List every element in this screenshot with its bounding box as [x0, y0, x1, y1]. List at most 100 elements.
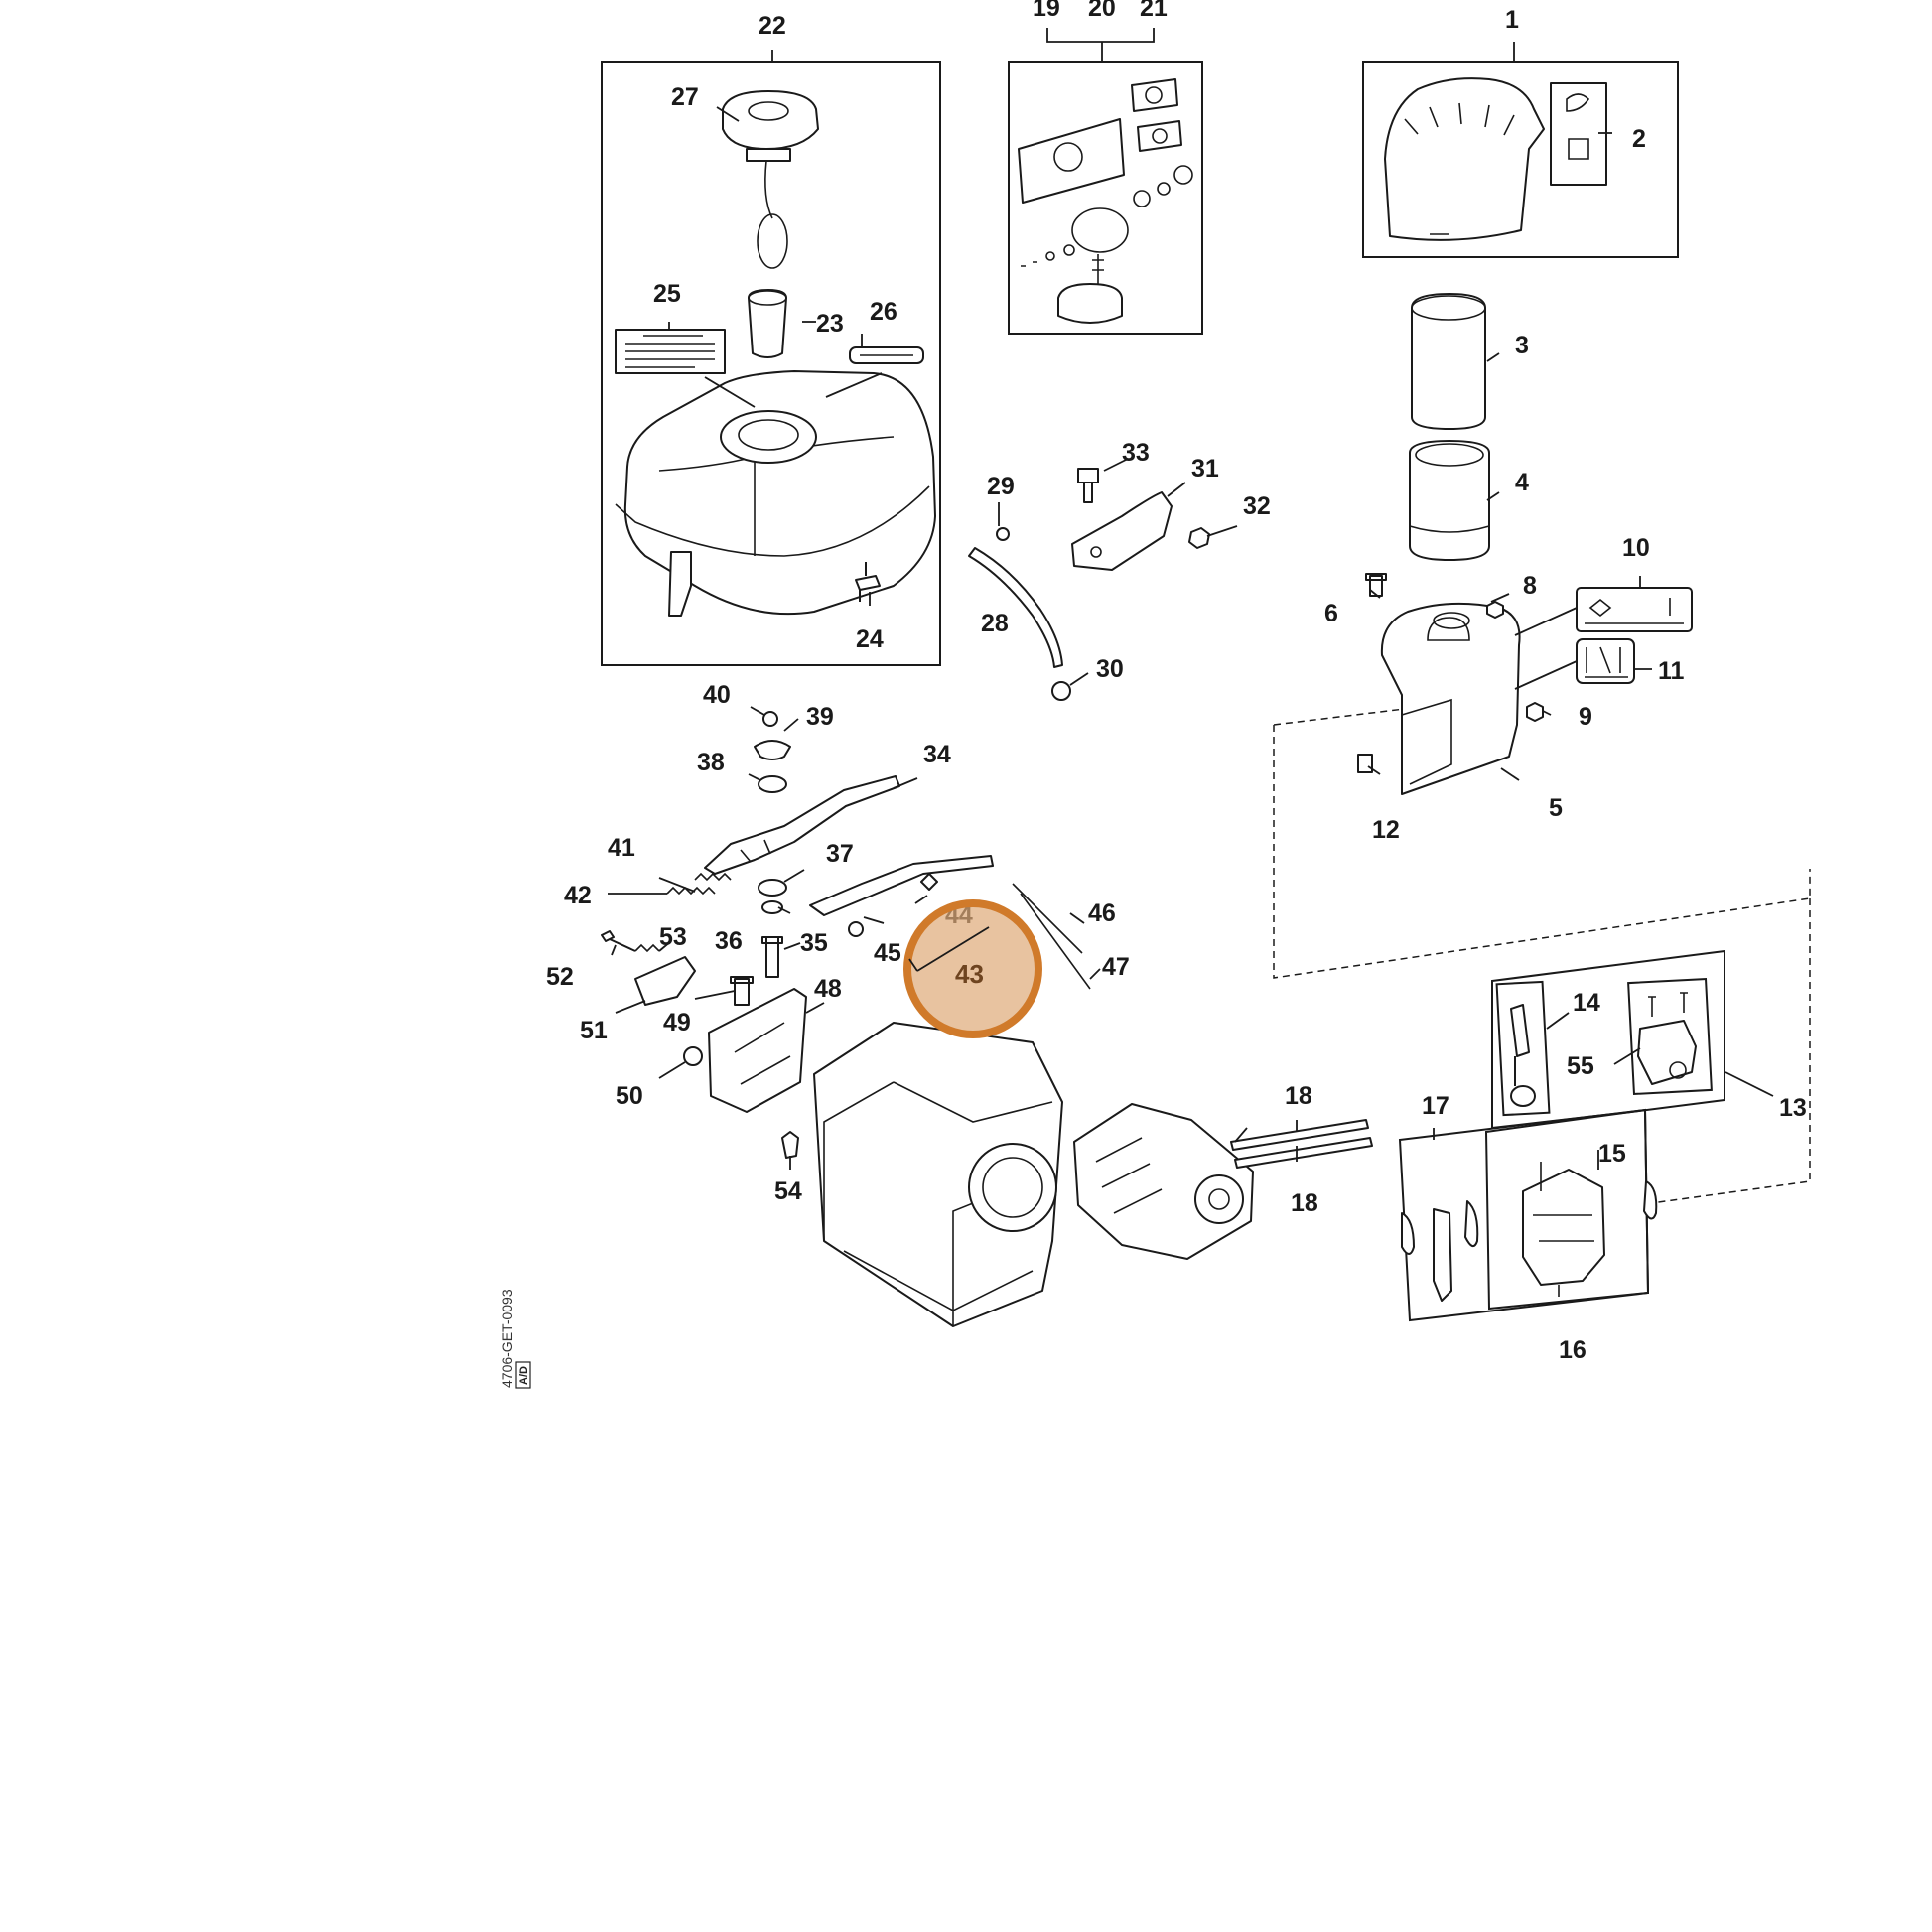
- highlight-circle[interactable]: [903, 899, 1042, 1038]
- gasket-21: [1137, 120, 1182, 152]
- cylinder-head-port: [1194, 1174, 1244, 1224]
- choke-55-ring: [1669, 1061, 1687, 1079]
- callout-35[interactable]: 35: [800, 929, 828, 957]
- bracket-31: [1071, 491, 1173, 571]
- washer-38: [758, 775, 787, 793]
- drawing-code: 4706-GET-0093: [499, 1289, 515, 1388]
- callout-52[interactable]: 52: [546, 963, 574, 991]
- callout-25[interactable]: 25: [653, 280, 681, 308]
- callout-9[interactable]: 9: [1579, 703, 1592, 731]
- callout-31[interactable]: 31: [1191, 455, 1219, 483]
- callout-45[interactable]: 45: [874, 939, 901, 967]
- bracket-48: [708, 988, 807, 1113]
- callout-55[interactable]: 55: [1567, 1052, 1594, 1080]
- stud-18a: [1230, 1119, 1369, 1151]
- callout-26[interactable]: 26: [870, 298, 897, 326]
- carburetor-15: [1522, 1169, 1605, 1286]
- callout-16[interactable]: 16: [1559, 1336, 1587, 1364]
- float-bowl-screw: [1092, 254, 1104, 284]
- callout-6[interactable]: 6: [1324, 600, 1338, 627]
- callout-36[interactable]: 36: [715, 927, 743, 955]
- air-filter-4-top: [1415, 443, 1484, 467]
- highlight-hotspot-43[interactable]: 43: [903, 899, 1042, 1038]
- bolt-6: [1365, 573, 1387, 597]
- callout-28[interactable]: 28: [981, 610, 1009, 637]
- callout-33[interactable]: 33: [1122, 439, 1150, 467]
- decal-11-symbols: [1585, 646, 1628, 678]
- group-box-choke-parts: [1491, 949, 1725, 1130]
- fuel-tank: [623, 370, 936, 616]
- callout-18-lower[interactable]: 18: [1291, 1189, 1318, 1217]
- callout-29[interactable]: 29: [987, 473, 1015, 500]
- callout-13[interactable]: 13: [1779, 1094, 1807, 1122]
- callout-43[interactable]: 43: [955, 959, 984, 989]
- decal-2: [1550, 82, 1607, 186]
- callout-39[interactable]: 39: [806, 703, 834, 731]
- callout-34[interactable]: 34: [923, 741, 951, 768]
- callout-49[interactable]: 49: [663, 1009, 691, 1036]
- callout-5[interactable]: 5: [1549, 794, 1563, 822]
- callout-47[interactable]: 47: [1102, 953, 1130, 981]
- callout-17[interactable]: 17: [1422, 1092, 1449, 1120]
- air-filter-3-top: [1411, 295, 1486, 321]
- decal-10: [1576, 587, 1693, 632]
- nut-8: [1486, 601, 1504, 619]
- callout-19[interactable]: 19: [1033, 0, 1060, 22]
- callout-21[interactable]: 21: [1140, 0, 1168, 22]
- callout-20[interactable]: 20: [1088, 0, 1116, 22]
- spring-41: [694, 872, 732, 882]
- group-box-recoil-cover: [1362, 61, 1679, 258]
- callout-37[interactable]: 37: [826, 840, 854, 868]
- control-lever-34-detail: [740, 839, 771, 863]
- spring-53: [634, 943, 660, 953]
- callout-1[interactable]: 1: [1505, 6, 1519, 34]
- callout-23[interactable]: 23: [816, 310, 844, 338]
- group-box-55: [1627, 977, 1713, 1096]
- callout-8[interactable]: 8: [1523, 572, 1537, 600]
- small-ring-1: [1133, 190, 1151, 207]
- drawing-badge-box: [515, 1361, 531, 1389]
- fuel-cap-27-base: [746, 148, 791, 162]
- callout-4[interactable]: 4: [1515, 469, 1529, 496]
- bracket-48-detail: [734, 1022, 791, 1085]
- callout-50[interactable]: 50: [616, 1082, 643, 1110]
- small-rings-left: [1021, 244, 1075, 267]
- callout-10[interactable]: 10: [1622, 534, 1650, 562]
- callout-2[interactable]: 2: [1632, 125, 1646, 153]
- drawing-code-block: 4706-GET-0093: [499, 1289, 515, 1388]
- callout-18-upper[interactable]: 18: [1285, 1082, 1312, 1110]
- group-box-fuel-tank: [601, 61, 941, 666]
- cylinder-bore-inner: [982, 1157, 1043, 1218]
- callout-27[interactable]: 27: [671, 83, 699, 111]
- callout-42[interactable]: 42: [564, 882, 592, 909]
- callout-32[interactable]: 32: [1243, 492, 1271, 520]
- callout-22[interactable]: 22: [759, 12, 786, 40]
- callout-38[interactable]: 38: [697, 749, 725, 776]
- bolt-44: [920, 873, 938, 891]
- callout-3[interactable]: 3: [1515, 332, 1529, 359]
- callout-30[interactable]: 30: [1096, 655, 1124, 683]
- dashed-frame-air-cleaner: [1273, 694, 1811, 979]
- callout-11[interactable]: 11: [1658, 657, 1685, 685]
- callout-12[interactable]: 12: [1372, 816, 1400, 844]
- callout-24[interactable]: 24: [856, 625, 884, 653]
- callout-51[interactable]: 51: [580, 1017, 608, 1044]
- gasket-17c: [1464, 1200, 1479, 1248]
- callout-15[interactable]: 15: [1598, 1140, 1626, 1168]
- callout-40[interactable]: 40: [703, 681, 731, 709]
- air-filter-4: [1409, 440, 1490, 561]
- control-lever-34: [704, 775, 900, 875]
- gasket-17a: [1401, 1212, 1415, 1255]
- drawing-badge: A/D: [515, 1361, 531, 1389]
- carburetor-15-detail: [1533, 1162, 1594, 1297]
- callout-48[interactable]: 48: [814, 975, 842, 1003]
- cylinder-head-fins: [1095, 1137, 1163, 1214]
- callout-53[interactable]: 53: [659, 923, 687, 951]
- callout-54[interactable]: 54: [774, 1177, 802, 1205]
- bracket-31-hole: [1090, 546, 1102, 558]
- callout-14[interactable]: 14: [1573, 989, 1600, 1017]
- callout-46[interactable]: 46: [1088, 899, 1116, 927]
- air-cleaner-case-5-detail: [1401, 617, 1470, 785]
- callout-41[interactable]: 41: [608, 834, 635, 862]
